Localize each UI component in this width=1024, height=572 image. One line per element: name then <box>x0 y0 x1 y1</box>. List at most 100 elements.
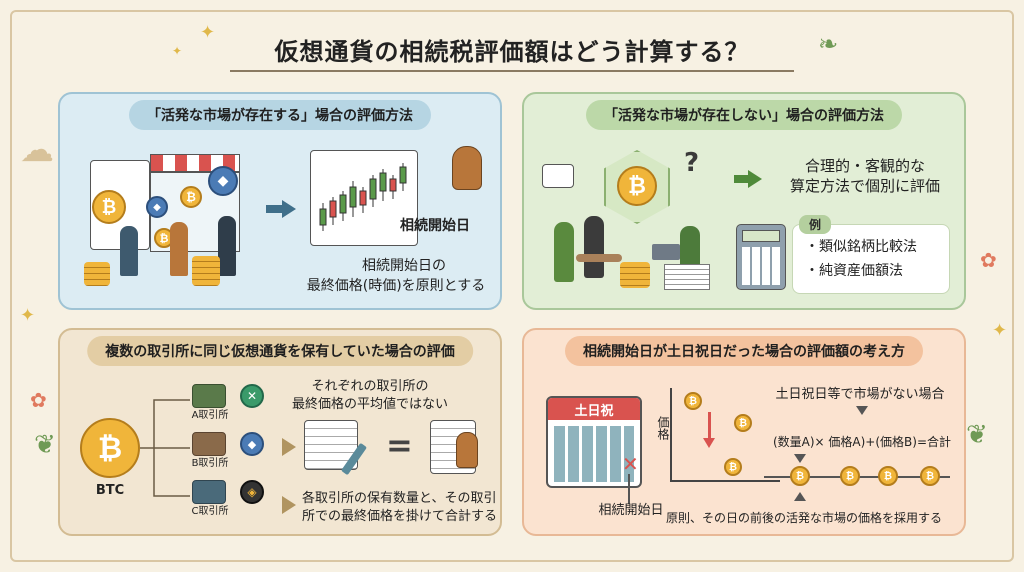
person-icon <box>554 222 574 282</box>
stamp-label: 相続開始日 <box>400 218 470 234</box>
flower-icon: ✿ <box>30 388 47 412</box>
sparkle-icon: ✦ <box>20 305 36 326</box>
sparkle-icon: ✦ <box>200 22 216 43</box>
coin-stack-icon <box>192 256 220 286</box>
start-day-label: 相続開始日 <box>598 503 664 518</box>
page-title-text: 仮想通貨の相続税評価額はどう計算する？ <box>274 37 750 66</box>
down-triangle-icon <box>794 454 806 463</box>
arrow-right-icon <box>266 205 284 213</box>
table-icon <box>576 254 622 262</box>
exchange-c-label: C取引所 <box>191 506 229 517</box>
coin-label: BTC <box>95 483 125 498</box>
panel-title: 「活発な市場が存在する」場合の評価方法 <box>129 100 431 130</box>
note-bottom-line-2: 所での最終価格を掛けて合計する <box>302 509 498 524</box>
panel-title: 相続開始日が土日祝日だった場合の評価額の考え方 <box>565 336 923 366</box>
panel-title: 「活発な市場が存在しない」場合の評価方法 <box>586 100 902 130</box>
panel-title: 複数の取引所に同じ仮想通貨を保有していた場合の評価 <box>87 336 473 366</box>
ethereum-coin-icon: ◆ <box>146 196 168 218</box>
candlestick-chart-card <box>310 150 418 246</box>
arrow-right-icon <box>282 496 296 514</box>
branch-lines <box>140 399 190 497</box>
xrp-coin-icon: ✕ <box>240 384 264 408</box>
candlestick-chart-icon <box>319 163 407 231</box>
down-arrow-icon <box>708 412 711 440</box>
x-axis <box>670 480 780 482</box>
up-triangle-icon <box>794 492 806 501</box>
no-market-note: 土日祝日等で市場がない場合 <box>775 387 945 402</box>
calendar-icon: 土日祝 <box>546 396 642 488</box>
documents-icon <box>664 264 710 290</box>
arrow-right-icon <box>282 200 296 218</box>
equals-sign: = <box>386 426 413 464</box>
bitcoin-coin-icon: ₿ <box>724 458 742 476</box>
discussion-illustration: ₿ ? <box>540 144 720 300</box>
bitcoin-coin-icon: ₿ <box>684 392 702 410</box>
leaf-icon: ❦ <box>966 420 988 450</box>
cross-mark-icon: ✕ <box>622 452 639 476</box>
principle-note: 原則、その日の前後の活発な市場の価格を採用する <box>665 511 942 525</box>
question-mark-icon: ? <box>684 148 700 178</box>
arrow-right-icon <box>282 438 296 456</box>
bitcoin-coin-icon: ₿ <box>92 190 126 224</box>
down-arrow-icon <box>703 438 715 448</box>
example-label: 例 <box>799 215 832 234</box>
bitcoin-coin-icon: ₿ <box>790 466 810 486</box>
bitcoin-coin-icon: ₿ <box>80 418 140 478</box>
person-icon <box>218 216 236 276</box>
binance-coin-icon: ◈ <box>240 480 264 504</box>
example-item-1: ・類似銘柄比較法 <box>805 239 917 255</box>
arrow-right-icon <box>748 170 762 188</box>
calendar-label: 土日祝 <box>574 403 614 419</box>
laptop-icon <box>652 244 680 260</box>
note-bottom-line-1: 各取引所の保有数量と、その取引 <box>302 491 497 506</box>
panel-weekend-holiday: 相続開始日が土日祝日だった場合の評価額の考え方 土日祝 ✕ 相続開始日 価格 ₿… <box>522 328 966 536</box>
market-illustration: ₿ ◆ ₿ ◆ ₿ <box>80 146 260 296</box>
method-line-1: 合理的・客観的な <box>804 157 925 175</box>
bitcoin-coin-icon: ₿ <box>878 466 898 486</box>
page-title: 仮想通貨の相続税評価額はどう計算する？ <box>230 28 794 72</box>
bitcoin-coin-icon: ₿ <box>734 414 752 432</box>
panel-no-active-market: 「活発な市場が存在しない」場合の評価方法 ₿ ? 合理的・客観的な 算定方法で個… <box>522 92 966 310</box>
pointer-line <box>628 474 630 504</box>
example-box: 例 ・類似銘柄比較法 ・純資産価額法 <box>792 215 950 294</box>
calculator-icon <box>736 224 786 290</box>
wallet-icon <box>192 432 226 456</box>
sparkle-icon: ✦ <box>172 44 183 58</box>
description-line-2: 最終価格(時価)を原則とする <box>306 278 486 294</box>
bitcoin-coin-icon: ₿ <box>617 166 657 206</box>
axis-label: 価格 <box>656 416 670 440</box>
bitcoin-coin-icon: ₿ <box>920 466 940 486</box>
ethereum-coin-icon: ◆ <box>208 166 238 196</box>
person-icon <box>584 216 604 278</box>
leaf-icon: ❧ <box>818 30 839 58</box>
exchange-a-label: A取引所 <box>191 410 229 421</box>
arrow-right-icon <box>734 175 750 183</box>
y-axis <box>670 388 672 480</box>
exchange-b-label: B取引所 <box>191 458 229 469</box>
down-triangle-icon <box>856 406 868 415</box>
bitcoin-coin-icon: ₿ <box>840 466 860 486</box>
cloud-icon: ☁ <box>20 130 54 170</box>
page-frame <box>10 10 1014 562</box>
formula: (数量A)× 価格A)+(価格B)=合計 <box>772 435 952 449</box>
chart-window-icon <box>542 164 574 188</box>
leaf-icon: ❦ <box>34 430 56 460</box>
description-line-1: 相続開始日の <box>362 258 446 274</box>
panel-active-market: 「活発な市場が存在する」場合の評価方法 ₿ ◆ ₿ ◆ ₿ <box>58 92 502 310</box>
panel-multiple-exchanges: 複数の取引所に同じ仮想通貨を保有していた場合の評価 ₿ BTC A取引所 B取引… <box>58 328 502 536</box>
stamp-icon <box>452 146 482 190</box>
stamp-icon <box>456 432 478 468</box>
coin-stack-icon <box>84 262 110 286</box>
person-icon <box>170 222 188 276</box>
person-icon <box>120 226 138 276</box>
wallet-icon <box>192 480 226 504</box>
method-line-2: 算定方法で個別に評価 <box>789 177 940 195</box>
sparkle-icon: ✦ <box>992 320 1008 341</box>
wallet-icon <box>192 384 226 408</box>
bitcoin-coin-icon: ₿ <box>180 186 202 208</box>
example-item-2: ・純資産価額法 <box>805 263 903 279</box>
ethereum-coin-icon: ◆ <box>240 432 264 456</box>
note-top-line-1: それぞれの取引所の <box>311 379 429 394</box>
flower-icon: ✿ <box>980 248 997 272</box>
coin-stack-icon <box>620 262 650 288</box>
